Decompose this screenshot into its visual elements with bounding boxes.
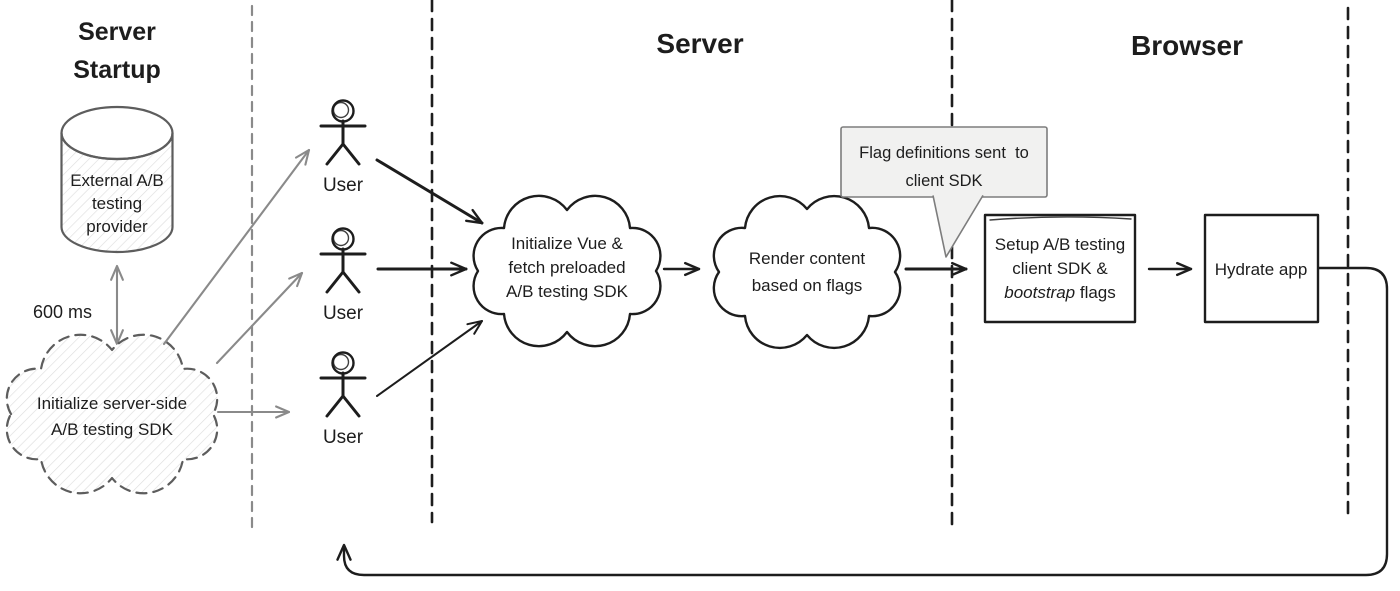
sync-arrow — [110, 264, 124, 346]
user-label-1: User — [323, 175, 364, 196]
vue-cloud-label-line1: Initialize Vue & — [511, 234, 623, 253]
arrow-user1-to-vue — [375, 158, 484, 225]
setup-box-label-line3: bootstrap flags — [1004, 283, 1116, 302]
setup-box — [983, 213, 1137, 324]
arrow-user2-to-vue — [376, 261, 468, 277]
arrow-init-to-user2 — [215, 271, 304, 365]
hydrate-box — [1203, 213, 1320, 324]
setup-box-label-line2: client SDK & — [1012, 259, 1108, 278]
hydrate-box-label: Hydrate app — [1215, 260, 1308, 279]
flag-bubble-label-line2: client SDK — [905, 172, 982, 190]
flag-bubble-label-line1: Flag definitions sent to — [859, 144, 1029, 162]
arrow-setup-to-hydrate — [1147, 261, 1193, 277]
user-icon-3 — [319, 351, 367, 418]
flag-bubble — [840, 126, 1048, 258]
database-label-line1: External A/B — [70, 171, 164, 190]
server-lane-title: Server — [656, 28, 743, 59]
arrow-init-to-user3 — [216, 405, 291, 419]
vue-cloud-label-line3: A/B testing SDK — [506, 282, 629, 301]
startup-lane-title-line2: Startup — [73, 56, 161, 84]
database-label-line3: provider — [86, 217, 148, 236]
loopback-arrow — [336, 266, 1389, 577]
user-icon-1 — [319, 99, 367, 166]
setup-box-label-flags: flags — [1075, 283, 1116, 302]
render-cloud — [712, 194, 902, 350]
server-init-cloud — [5, 333, 219, 495]
setup-box-label-bootstrap: bootstrap — [1004, 283, 1075, 302]
arrow-render-to-setup — [904, 261, 968, 277]
render-cloud-label-line2: based on flags — [752, 276, 863, 295]
arrow-vue-to-render — [662, 261, 701, 277]
database-label-line2: testing — [92, 194, 142, 213]
server-init-cloud-label-line2: A/B testing SDK — [51, 420, 174, 439]
database-cylinder-icon — [60, 105, 174, 254]
browser-lane-title: Browser — [1131, 30, 1243, 61]
startup-lane-title-line1: Server — [78, 18, 156, 46]
user-label-3: User — [323, 427, 364, 448]
user-icon-2 — [319, 227, 367, 294]
vue-cloud-label-line2: fetch preloaded — [508, 258, 625, 277]
setup-box-label-line1: Setup A/B testing — [995, 235, 1125, 254]
user-label-2: User — [323, 303, 364, 324]
arrow-user3-to-vue — [376, 320, 483, 397]
vue-cloud — [472, 194, 662, 348]
render-cloud-label-line1: Render content — [749, 249, 866, 268]
arrow-init-to-user1 — [162, 148, 311, 346]
server-init-cloud-label-line1: Initialize server-side — [37, 394, 187, 413]
latency-label: 600 ms — [33, 302, 92, 322]
